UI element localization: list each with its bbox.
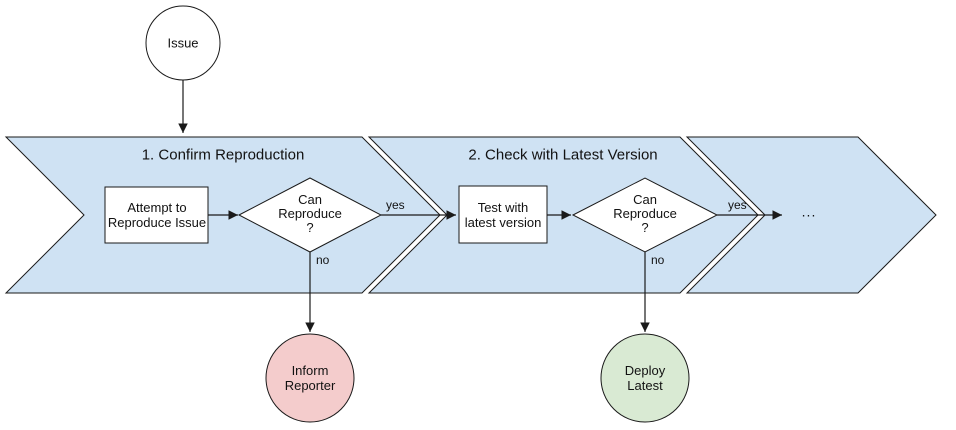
step-1-label: Attempt to Reproduce Issue xyxy=(107,200,207,230)
step-2-label: Test with latest version xyxy=(464,200,542,230)
decision-2-no-label: no xyxy=(651,253,665,267)
deploy-latest-label: Deploy Latest xyxy=(624,363,666,393)
phase-1-title: 1. Confirm Reproduction xyxy=(141,146,305,164)
decision-1-yes-label: yes xyxy=(386,198,405,212)
decision-2-yes-label: yes xyxy=(728,198,747,212)
decision-1-no-label: no xyxy=(316,253,330,267)
decision-2-label: Can Reproduce ? xyxy=(613,192,677,235)
inform-reporter-label: Inform Reporter xyxy=(284,363,336,393)
step-1-box xyxy=(104,186,209,244)
continuation-ellipsis: ... xyxy=(801,203,817,220)
inform-reporter-end-circle xyxy=(265,333,355,423)
decision-1-label: Can Reproduce ? xyxy=(278,192,342,235)
phase-2-title: 2. Check with Latest Version xyxy=(468,146,658,164)
issue-label: Issue xyxy=(167,35,199,51)
deploy-latest-end-circle xyxy=(600,333,690,423)
